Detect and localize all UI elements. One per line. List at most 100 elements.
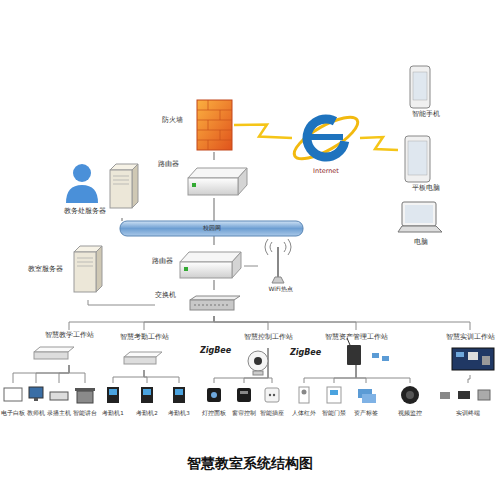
zigbee-logo: ZigBee — [290, 349, 321, 357]
network-cable — [69, 365, 85, 383]
classroom-server-icon — [74, 246, 102, 292]
network-cable — [144, 316, 214, 330]
node-label: 路由器 — [158, 161, 179, 168]
node-label: 教师机 — [24, 411, 48, 417]
node-label: 智能插座 — [258, 411, 286, 417]
campus-network-band — [120, 221, 303, 236]
node-label: 智慧教学工作站 — [28, 332, 110, 339]
network-cable — [214, 316, 356, 330]
network-cable — [69, 316, 214, 330]
node-label: 防火墙 — [162, 117, 183, 124]
device-node: 校园网 — [120, 221, 303, 236]
node-label: 电子白板 — [0, 411, 26, 417]
node-label: 考勤机2 — [134, 411, 160, 417]
zigbee-logo: ZigBee — [200, 347, 231, 355]
device-node: 智能门禁 — [320, 383, 348, 419]
node-label: 窗帘控制 — [230, 411, 258, 417]
router-icon — [180, 252, 241, 278]
device-node: 防火墙 — [162, 100, 234, 152]
network-cable — [468, 375, 470, 383]
node-label: 实训终端 — [448, 411, 488, 417]
node-label: 智能门禁 — [320, 411, 348, 417]
node-label: 智慧资产管理工作站 — [312, 334, 400, 341]
network-cable — [121, 218, 122, 221]
node-label: 智慧考勤工作站 — [108, 334, 180, 341]
device-node: 智慧教学工作站 — [28, 330, 110, 365]
device-node: WiFi热点 — [258, 240, 303, 295]
node-label: 资产标签 — [352, 411, 380, 417]
device-node: 资产标签 — [352, 383, 380, 419]
internet-logo — [289, 110, 363, 167]
device-node: 路由器 — [152, 245, 244, 280]
node-label: Internet — [292, 168, 360, 175]
node-label: 人体红外 — [290, 411, 318, 417]
device-node: 灯控面板 — [200, 383, 228, 419]
device-node: 人体红外 — [290, 383, 318, 419]
network-cable — [268, 348, 272, 383]
device-node: 智慧实训工作站 — [440, 330, 500, 375]
terminal-icons — [4, 386, 490, 404]
network-cable — [213, 236, 214, 245]
device-node: 考勤机1 — [100, 383, 126, 419]
network-cable — [113, 370, 144, 383]
device-node: 智慧控制工作站 — [232, 330, 304, 348]
node-label: 考勤机1 — [100, 411, 126, 417]
network-cable — [213, 198, 214, 221]
node-label: 智能讲台 — [72, 411, 98, 417]
node-label: 教务处服务器 — [55, 208, 115, 215]
node-label: 平板电脑 — [398, 185, 454, 192]
wifi-antenna — [265, 239, 291, 283]
switch-icon — [190, 296, 240, 310]
node-label: 考勤机3 — [166, 411, 192, 417]
admin-server-icon — [66, 164, 138, 208]
network-cable — [244, 266, 258, 267]
network-cable — [214, 316, 268, 330]
network-cable — [334, 348, 356, 383]
device-node: 考勤机2 — [134, 383, 160, 419]
device-node: 智慧考勤工作站 — [108, 330, 180, 370]
workstation-icons — [34, 338, 494, 375]
node-label: 灯控面板 — [200, 411, 228, 417]
device-node: 录播主机 — [46, 383, 72, 419]
network-cable — [144, 370, 179, 383]
network-cable — [59, 365, 69, 383]
device-node: 智能插座 — [258, 383, 286, 419]
network-cable — [213, 280, 214, 290]
network-cable — [36, 365, 69, 383]
device-node: 平板电脑 — [398, 132, 454, 194]
network-cable — [214, 316, 470, 330]
device-node: 视频监控 — [395, 383, 425, 419]
network-cable — [213, 152, 214, 160]
node-label: 智能手机 — [400, 111, 452, 118]
device-node: 窗帘控制 — [230, 383, 258, 419]
node-label: 电脑 — [395, 239, 447, 246]
router-icon — [188, 168, 247, 195]
diagram-caption: 智慧教室系统结构图 — [0, 456, 500, 470]
firewall-icon — [197, 100, 232, 150]
wireless-link — [360, 137, 398, 150]
node-label: 路由器 — [152, 258, 173, 265]
node-label: WiFi热点 — [258, 286, 303, 292]
device-node: 智能手机 — [400, 62, 452, 122]
device-node: Internet — [292, 110, 360, 180]
network-cable — [244, 348, 268, 383]
network-cable — [88, 300, 155, 305]
device-node: 电脑 — [395, 198, 447, 250]
node-label: 智慧控制工作站 — [232, 334, 304, 341]
node-label: 校园网 — [120, 225, 303, 231]
device-node: 教室服务器 — [28, 245, 106, 300]
device-node: 电子白板 — [0, 383, 26, 419]
device-node: 路由器 — [158, 160, 248, 198]
device-node: 教务处服务器 — [55, 160, 140, 218]
device-node: 考勤机3 — [166, 383, 192, 419]
node-label: 录播主机 — [46, 411, 72, 417]
wireless-link — [234, 125, 292, 139]
device-node: 智慧资产管理工作站 — [312, 330, 400, 348]
device-node: 交换机 — [155, 290, 243, 316]
network-cable — [356, 348, 410, 383]
node-label: 教室服务器 — [28, 266, 63, 273]
network-cable — [13, 365, 69, 383]
